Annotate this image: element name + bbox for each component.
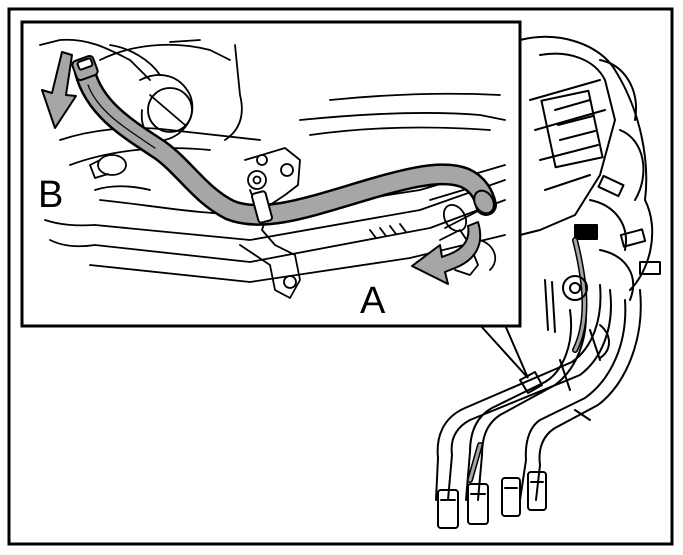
callout-label-a: A — [360, 280, 386, 322]
overview-drawing — [435, 35, 661, 529]
arrow-a-rotate-icon — [411, 221, 482, 285]
hose-end-b — [71, 54, 99, 82]
callout-pointer — [479, 324, 529, 379]
hose-clip — [251, 190, 273, 224]
hose — [74, 61, 497, 226]
callout-label-b: B — [38, 174, 64, 216]
arrow-b-icon — [41, 51, 77, 129]
hose-end-a — [473, 189, 495, 215]
